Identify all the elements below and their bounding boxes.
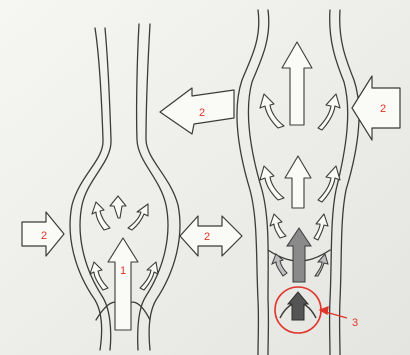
label-valve-callout: 3 bbox=[352, 317, 358, 329]
label-left-arrow: 2 bbox=[41, 230, 47, 242]
label-center-top-arrow: 2 bbox=[199, 107, 205, 119]
label-inner-arrow: 1 bbox=[120, 265, 126, 277]
label-center-mid-arrow: 2 bbox=[204, 231, 210, 243]
label-right-arrow: 2 bbox=[380, 103, 386, 115]
